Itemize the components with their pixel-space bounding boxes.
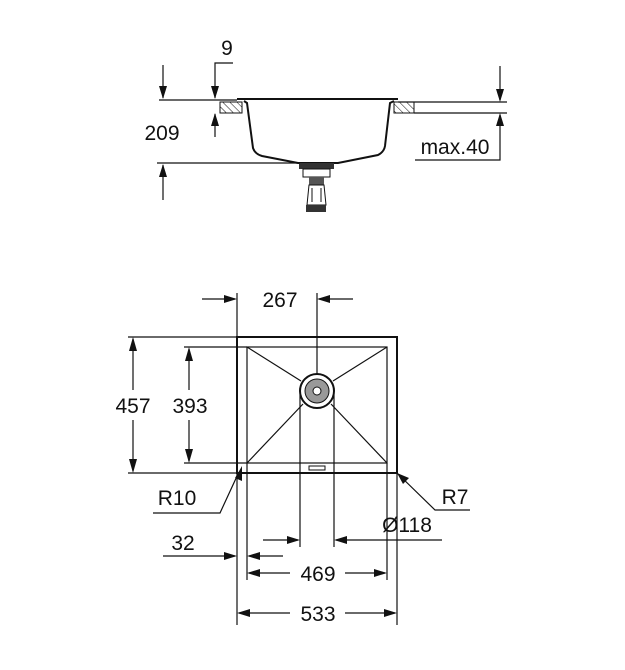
bowl-slope-lines — [246, 346, 388, 464]
dimension-label: 469 — [300, 563, 335, 586]
dimension-9: 9 — [211, 37, 233, 137]
top-view: 267 457 393 R10 — [115, 289, 470, 626]
dimension-label: 267 — [262, 289, 297, 312]
dimension-267: 267 — [202, 289, 353, 374]
countertop-section-left — [219, 101, 243, 114]
dimension-label: 393 — [172, 395, 207, 418]
dimension-label: 209 — [144, 122, 179, 145]
dimension-393: 393 — [172, 346, 247, 464]
countertop-section-right — [393, 101, 415, 114]
dimension-label: R10 — [158, 487, 197, 510]
drain-fitting — [299, 163, 334, 212]
dimension-457: 457 — [115, 336, 237, 474]
dimension-label: max.40 — [421, 136, 490, 159]
drain-icon — [299, 373, 335, 409]
dimension-r7: R7 — [396, 472, 470, 511]
side-view: 209 9 max.40 — [144, 37, 507, 212]
dimension-label: 32 — [171, 532, 194, 555]
dimension-label: 9 — [221, 37, 233, 60]
dimension-label: Ø118 — [382, 514, 432, 537]
sink-bowl-profile — [243, 100, 395, 164]
dimension-label: R7 — [442, 486, 469, 509]
overflow-slot — [308, 465, 326, 471]
dimension-diameter-118: Ø118 — [263, 395, 442, 547]
dimension-533: 533 — [237, 603, 397, 626]
dimension-209: 209 — [144, 65, 300, 200]
dimension-32: 32 — [163, 532, 283, 560]
dimension-max40: max.40 — [415, 66, 504, 161]
dimension-469: 469 — [247, 563, 387, 586]
dimension-label: 533 — [300, 603, 335, 626]
dimension-label: 457 — [115, 395, 150, 418]
